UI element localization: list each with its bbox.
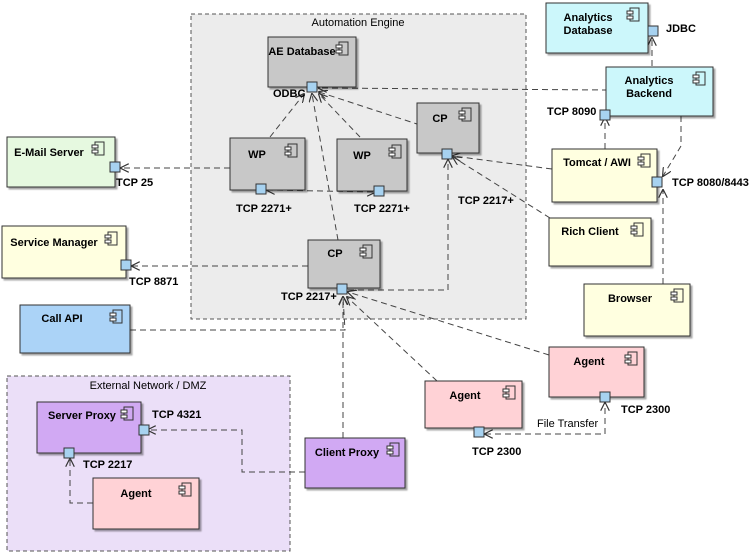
component-glyph-icon [502, 385, 516, 400]
automation-engine-title: Automation Engine [312, 17, 405, 29]
component-glyph-icon [637, 153, 651, 168]
component-glyph-icon [386, 442, 400, 457]
agent-middle-label: Agent [449, 390, 481, 402]
tomcat-awi-label: Tomcat / AWI [563, 157, 631, 169]
component-agent-middle[interactable]: Agent [424, 380, 523, 429]
component-ae-database[interactable]: AE Database [267, 36, 357, 88]
port-label-tcp-8090: TCP 8090 [547, 106, 596, 118]
edge-agent-middle-file-transfer [485, 403, 605, 434]
agent-right-label: Agent [573, 356, 605, 368]
edge-call-api-to-cp-main [130, 297, 345, 331]
component-wp-right[interactable]: WP [336, 138, 408, 192]
port-label-tcp-2217-main: TCP 2217+ [281, 291, 337, 303]
component-glyph-icon [458, 107, 472, 122]
edge-agent-dmz-to-server-proxy [70, 459, 93, 504]
port-odbc [306, 81, 318, 93]
component-wp-left[interactable]: WP [229, 137, 306, 191]
port-label-tcp-2217-top: TCP 2217+ [458, 195, 514, 207]
port-label-odbc: ODBC [273, 88, 305, 100]
port-label-tcp-2300-right: TCP 2300 [621, 404, 670, 416]
browser-label: Browser [608, 293, 653, 305]
component-service-manager[interactable]: Service Manager [1, 225, 127, 279]
port-tcp-2300-middle [473, 426, 485, 438]
port-label-jdbc: JDBC [666, 23, 696, 35]
component-cp-top[interactable]: CP [416, 102, 480, 154]
component-analytics-backend[interactable]: Analytics Backend [605, 66, 714, 117]
port-label-tcp-2217-proxy: TCP 2217 [83, 459, 132, 471]
edge-agent-middle-to-cp-main [347, 297, 438, 382]
component-cp-main[interactable]: CP [307, 239, 381, 289]
component-glyph-icon [626, 7, 640, 22]
ports [63, 25, 663, 459]
analytics-backend-line1: Analytics [625, 75, 674, 87]
component-glyph-icon [120, 406, 134, 421]
call-api-label: Call API [41, 313, 82, 325]
port-tcp-4321 [138, 424, 150, 436]
client-proxy-label: Client Proxy [315, 447, 380, 459]
edge-tomcat-to-cp-top [453, 156, 553, 170]
analytics-database-line1: Analytics [564, 12, 613, 24]
port-label-tcp-25: TCP 25 [116, 177, 153, 189]
component-glyph-icon [104, 231, 118, 246]
component-glyph-icon [624, 351, 638, 366]
component-glyph-icon [178, 482, 192, 497]
edge-cp-main-to-cp-top [348, 160, 448, 291]
component-icons [91, 7, 706, 497]
component-glyph-icon [359, 244, 373, 259]
wp-right-label: WP [353, 150, 371, 162]
edge-cp-main-to-db [312, 94, 339, 241]
agent-dmz-label: Agent [120, 488, 152, 500]
port-tcp-2217-main [336, 283, 348, 295]
port-tcp-25 [109, 161, 121, 173]
file-transfer-label: File Transfer [537, 418, 598, 430]
port-label-tcp-8080-8443: TCP 8080/8443 [672, 177, 749, 189]
port-label-tcp-4321: TCP 4321 [152, 409, 201, 421]
port-tcp-2271-right [373, 185, 385, 197]
component-glyph-icon [630, 222, 644, 237]
edge-wp-left-to-db [269, 94, 304, 138]
server-proxy-label: Server Proxy [48, 410, 117, 422]
port-tcp-2271-left [255, 183, 267, 195]
email-server-label: E-Mail Server [14, 147, 84, 159]
edge-analytics-to-db [319, 88, 609, 90]
edge-wp-left-to-wp-right [267, 190, 375, 192]
component-glyph-icon [692, 71, 706, 86]
port-tcp-2300-right [599, 391, 611, 403]
edge-cp-top-to-db [319, 92, 421, 126]
port-label-tcp-2271-left: TCP 2271+ [236, 203, 292, 215]
component-email-server[interactable]: E-Mail Server [6, 136, 116, 188]
component-glyph-icon [388, 144, 402, 159]
rich-client-label: Rich Client [561, 226, 619, 238]
analytics-backend-line2: Backend [626, 88, 672, 100]
port-tcp-2217-top [441, 148, 453, 160]
port-jdbc [647, 25, 659, 37]
service-manager-label: Service Manager [10, 237, 98, 249]
port-tcp-8080-8443 [651, 176, 663, 188]
edge-tomcat-to-analytics-8090 [663, 116, 682, 176]
component-glyph-icon [284, 143, 298, 158]
port-label-tcp-2300-middle: TCP 2300 [472, 446, 521, 458]
component-glyph-icon [109, 309, 123, 324]
analytics-database-line2: Database [564, 25, 613, 37]
component-glyph-icon [670, 288, 684, 303]
cp-top-label: CP [432, 113, 447, 125]
edge-client-proxy-to-server-proxy [148, 430, 305, 473]
external-network-title: External Network / DMZ [90, 380, 207, 392]
wp-left-label: WP [248, 149, 266, 161]
port-label-tcp-8871: TCP 8871 [129, 276, 178, 288]
ae-database-label: AE Database [268, 46, 335, 58]
port-label-tcp-2271-right: TCP 2271+ [354, 203, 410, 215]
cp-main-label: CP [327, 248, 342, 260]
port-tcp-8090 [599, 109, 611, 121]
port-tcp-2217-proxy [63, 447, 75, 459]
connectors [70, 38, 682, 504]
edge-agent-right-to-cp-main [348, 292, 550, 356]
component-glyph-icon [335, 41, 349, 56]
edge-rich-client-to-cp-top [453, 157, 551, 219]
port-tcp-8871 [120, 259, 132, 271]
component-rich-client[interactable]: Rich Client [548, 217, 652, 267]
component-glyph-icon [91, 141, 105, 156]
